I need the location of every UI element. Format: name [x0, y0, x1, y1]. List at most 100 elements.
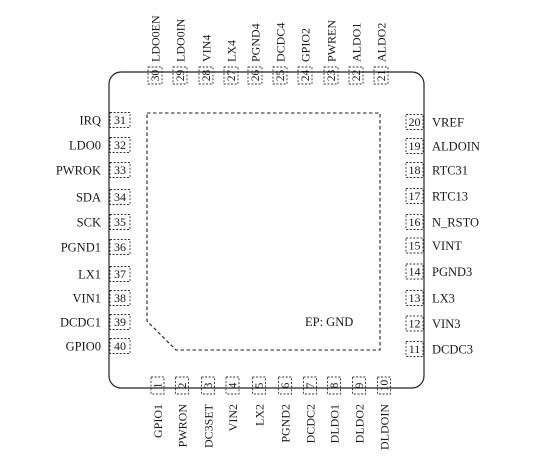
pin-32-number: 32	[114, 138, 126, 152]
pin-13-number: 13	[409, 291, 421, 305]
pin-27-pad	[223, 66, 239, 85]
pin-12-pad	[405, 315, 424, 332]
pin-26-pad	[247, 66, 263, 85]
pin-36-name: PGND1	[61, 241, 101, 255]
pin-22-name: ALDO1	[350, 23, 364, 62]
pin-21-pad	[373, 66, 389, 85]
pin-32-name: LDO0	[69, 139, 101, 153]
pin-4-number: 4	[228, 382, 240, 388]
pin-22-pad	[348, 66, 364, 85]
pin-23-name: PWREN	[325, 20, 339, 62]
pin-10-pad	[377, 376, 391, 395]
pin-24-name: GPIO2	[299, 28, 313, 62]
pin-20-name: VREF	[432, 116, 464, 130]
pin-33-name: PWROK	[56, 164, 101, 178]
pin-31-number: 31	[114, 113, 126, 127]
pin-7-pad	[303, 376, 317, 395]
pin-6-name: PGND2	[279, 404, 293, 443]
pin-28-name: VIN4	[200, 35, 214, 62]
pin-35-name: SCK	[77, 216, 101, 230]
pin-16-number: 16	[409, 215, 421, 229]
exposed-pad-outline	[146, 112, 381, 351]
pin-9-number: 9	[354, 382, 366, 388]
pin-5-pad	[252, 376, 266, 395]
pin-18-pad	[405, 162, 424, 178]
pin-39-number: 39	[114, 315, 126, 329]
pin-24-number: 24	[300, 70, 312, 82]
pin-8-name: DLDO1	[328, 404, 342, 443]
pin-18-number: 18	[409, 163, 421, 177]
pin-6-number: 6	[280, 382, 292, 388]
pin-15-number: 15	[409, 239, 421, 253]
pin-26-number: 26	[250, 70, 262, 82]
pin-4-name: VIN2	[226, 404, 240, 431]
pin-34-pad	[109, 189, 131, 205]
pin-30-pad	[147, 66, 163, 85]
pin-14-pad	[405, 263, 424, 280]
pin-18-name: RTC31	[432, 164, 468, 178]
pin-29-pad	[172, 66, 188, 85]
pin-25-number: 25	[275, 70, 287, 82]
pin-2-number: 2	[177, 382, 189, 388]
pin-17-name: RTC13	[432, 190, 468, 204]
pin-25-name: DCDC4	[274, 23, 288, 62]
pin-2-name: PWRON	[176, 404, 190, 448]
pin-1-name: GPIO1	[151, 404, 165, 438]
pin-33-number: 33	[114, 163, 126, 177]
pin-8-number: 8	[329, 382, 341, 388]
pin-29-name: LDO0IN	[174, 18, 188, 62]
pin-2-pad	[175, 376, 189, 395]
pin-37-number: 37	[114, 267, 126, 281]
pin-30-name: LDO0EN	[149, 15, 163, 62]
pin-17-number: 17	[409, 189, 421, 203]
pin-36-number: 36	[114, 240, 126, 254]
pin-7-name: DCDC2	[304, 404, 318, 443]
pin-35-pad	[109, 214, 131, 230]
pin-24-pad	[297, 66, 313, 85]
pin-16-pad	[405, 214, 424, 230]
pin-19-number: 19	[409, 139, 421, 153]
pin-15-pad	[405, 237, 424, 254]
pin-14-number: 14	[409, 265, 421, 279]
pin-3-number: 3	[203, 382, 215, 388]
pin-21-name: ALDO2	[375, 23, 389, 62]
pin-13-pad	[405, 290, 424, 306]
pin-13-name: LX3	[432, 292, 455, 306]
pin-32-pad	[109, 137, 131, 153]
pin-40-pad	[109, 338, 131, 354]
pin-31-pad	[109, 112, 131, 128]
pin-10-name: DLDOIN	[378, 404, 392, 450]
pin-22-number: 22	[351, 70, 363, 82]
pin-14-name: PGND3	[432, 265, 472, 279]
pin-21-number: 21	[376, 70, 388, 82]
pin-40-number: 40	[114, 339, 126, 353]
pin-5-name: LX2	[253, 404, 267, 426]
pin-31-name: IRQ	[79, 114, 101, 128]
pin-5-number: 5	[254, 382, 266, 388]
pin-33-pad	[109, 162, 131, 178]
pin-11-pad	[405, 341, 424, 357]
pin-1-number: 1	[153, 382, 165, 388]
pin-38-number: 38	[114, 291, 126, 305]
pin-15-name: VINT	[432, 239, 462, 253]
pin-11-name: DCDC3	[432, 343, 473, 357]
pin-23-pad	[323, 66, 339, 85]
pin-25-pad	[272, 66, 288, 85]
package-body	[108, 71, 425, 389]
pin-6-pad	[278, 376, 292, 395]
pin-9-pad	[352, 376, 366, 395]
pin-40-name: GPIO0	[66, 340, 101, 354]
pin-37-pad	[109, 266, 131, 282]
pin-30-number: 30	[150, 70, 162, 82]
exposed-pad-label: EP: GND	[305, 315, 353, 329]
pin-16-name: N_RSTO	[432, 216, 479, 230]
pin-38-pad	[109, 290, 131, 306]
pin-12-number: 12	[409, 317, 421, 331]
pin-8-pad	[327, 376, 341, 395]
pin-7-number: 7	[305, 382, 317, 388]
pin-38-name: VIN1	[73, 292, 101, 306]
pin-37-name: LX1	[78, 268, 101, 282]
pin-28-number: 28	[201, 70, 213, 82]
pin-39-pad	[109, 314, 131, 330]
